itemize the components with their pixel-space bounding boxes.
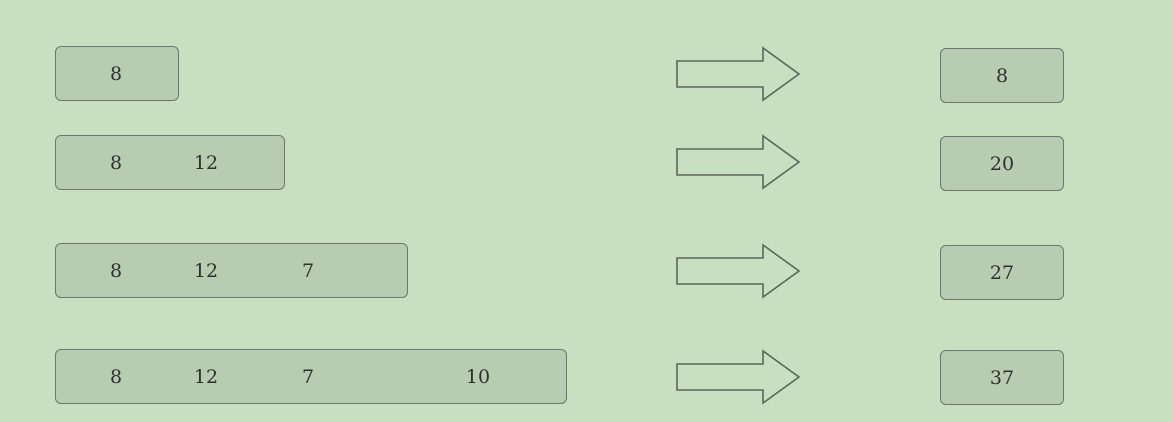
arrow-row-1	[675, 46, 801, 102]
input-value-row-3-seg-2: 12	[193, 259, 219, 282]
result-value-row-4: 37	[989, 366, 1015, 389]
result-value-row-2: 20	[989, 152, 1015, 175]
input-value-row-4-seg-1: 8	[109, 365, 123, 388]
result-value-row-1: 8	[995, 64, 1009, 87]
input-value-row-3-seg-1: 8	[109, 259, 123, 282]
result-box-row-1: 8	[940, 48, 1064, 103]
result-box-row-3: 27	[940, 245, 1064, 300]
arrow-row-4	[675, 349, 801, 405]
input-value-row-1-seg-1: 8	[109, 62, 123, 85]
result-value-row-3: 27	[989, 261, 1015, 284]
result-box-row-2: 20	[940, 136, 1064, 191]
input-bar-row-3: 8 12 7	[55, 243, 408, 298]
input-bar-row-2: 8 12	[55, 135, 285, 190]
input-value-row-4-seg-2: 12	[193, 365, 219, 388]
input-bar-row-1: 8	[55, 46, 179, 101]
input-value-row-2-seg-1: 8	[109, 151, 123, 174]
input-value-row-3-seg-3: 7	[301, 259, 315, 282]
input-value-row-2-seg-2: 12	[193, 151, 219, 174]
input-bar-row-4: 8 12 7 10	[55, 349, 567, 404]
result-box-row-4: 37	[940, 350, 1064, 405]
arrow-row-2	[675, 134, 801, 190]
input-value-row-4-seg-3: 7	[301, 365, 315, 388]
input-value-row-4-seg-4: 10	[465, 365, 491, 388]
arrow-row-3	[675, 243, 801, 299]
